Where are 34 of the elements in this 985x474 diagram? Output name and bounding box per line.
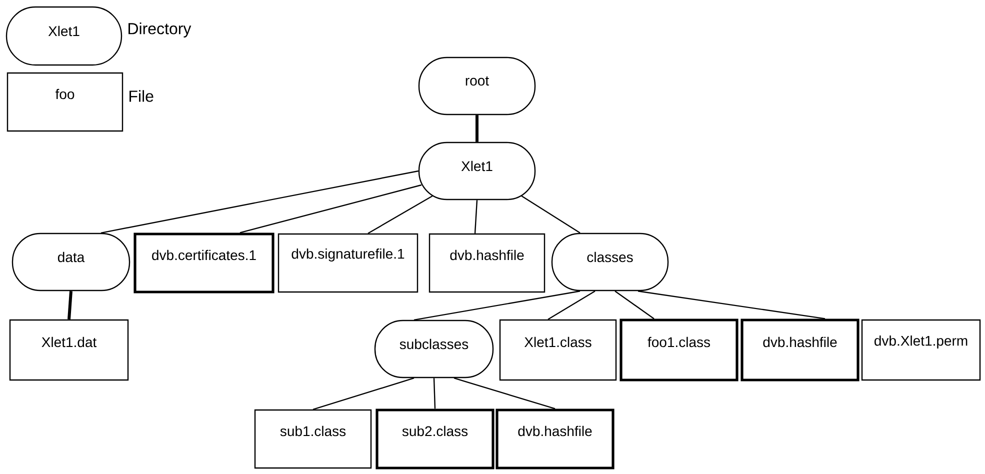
connector-line [240, 184, 422, 234]
connector-line [312, 378, 414, 410]
connector-line [68, 291, 72, 320]
file-box: dvb.hashfile [496, 408, 614, 470]
connector-line [100, 170, 419, 234]
file-box: dvb.certificates.1 [134, 232, 274, 294]
directory-node: root [418, 56, 536, 116]
node-caption: Directory [128, 22, 192, 38]
file-box: dvb.hashfile [740, 318, 860, 382]
directory-node: Xlet1 [6, 6, 122, 66]
directory-node: Xlet1 [418, 142, 536, 200]
connector-line [368, 195, 433, 234]
file-box: Xlet1.dat [9, 319, 129, 381]
connector-line [548, 290, 596, 320]
directory-node: data [12, 232, 130, 292]
connector-line [638, 290, 826, 320]
file-box: dvb.signaturefile.1 [278, 233, 418, 293]
file-box: sub2.class [376, 408, 494, 470]
directory-node: subclasses [374, 320, 494, 378]
connector-line [614, 290, 654, 320]
file-box: dvb.Xlet1.perm [861, 319, 981, 381]
connector-line [414, 290, 580, 320]
file-box: dvb.hashfile [428, 233, 546, 293]
file-box: foo1.class [620, 318, 738, 382]
connector-line [433, 378, 436, 409]
directory-node: classes [551, 232, 669, 292]
connector-line [454, 378, 556, 410]
file-box: Xlet1.class [499, 319, 617, 381]
file-box: foo [6, 72, 124, 132]
connector-line [521, 196, 580, 234]
connector-line [476, 115, 478, 142]
connector-line [474, 200, 478, 234]
node-caption: File [130, 90, 154, 102]
file-box: sub1.class [254, 409, 372, 469]
